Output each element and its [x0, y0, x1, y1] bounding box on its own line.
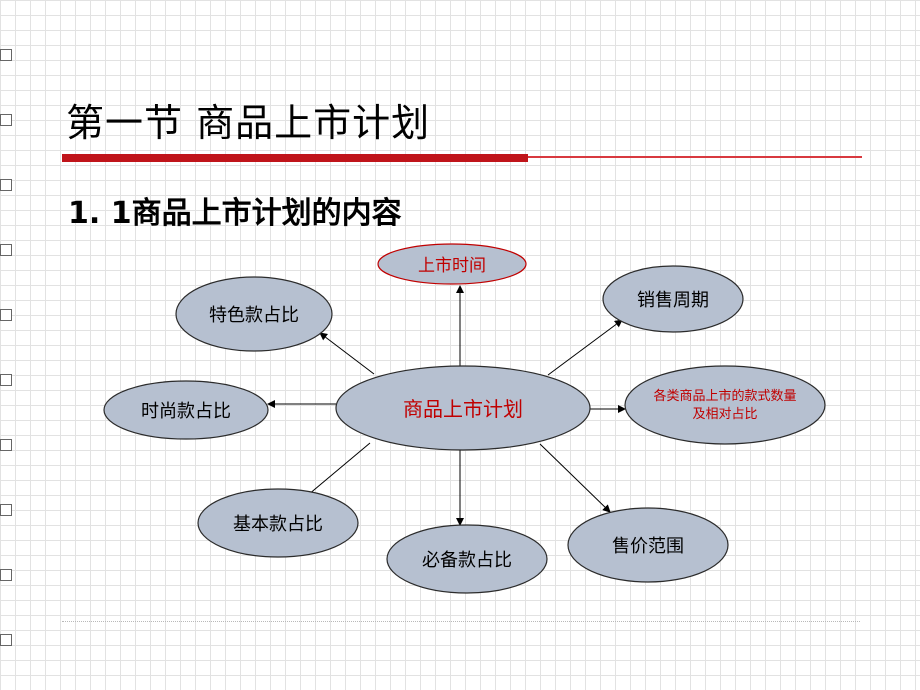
connector-feature-ratio — [319, 332, 375, 375]
center-node-label: 商品上市计划 — [403, 397, 523, 421]
page-title: 第一节 商品上市计划 — [66, 101, 431, 145]
left-marker — [0, 504, 12, 516]
node-essential-ratio: 必备款占比 — [386, 524, 548, 594]
node-style-count-ratio-line1: 各类商品上市的款式数量 — [653, 388, 796, 404]
node-feature-ratio-label: 特色款占比 — [209, 305, 299, 326]
node-fashion-ratio: 时尚款占比 — [103, 380, 269, 440]
left-marker — [0, 634, 12, 646]
title-underline-extension — [528, 156, 862, 158]
node-feature-ratio: 特色款占比 — [175, 276, 333, 352]
node-basic-ratio-label: 基本款占比 — [233, 514, 323, 535]
connector-group — [267, 285, 626, 526]
center-node: 商品上市计划 — [335, 365, 591, 451]
left-marker — [0, 439, 12, 451]
node-price-range-label: 售价范围 — [612, 536, 684, 557]
left-marker — [0, 309, 12, 321]
title-underline — [62, 154, 528, 162]
node-basic-ratio: 基本款占比 — [197, 488, 359, 558]
node-essential-ratio-label: 必备款占比 — [422, 550, 512, 571]
section-heading: 1. 1商品上市计划的内容 — [68, 196, 402, 231]
node-launch-time: 上市时间 — [377, 243, 527, 285]
node-sales-cycle-label: 销售周期 — [637, 290, 709, 311]
node-style-count-ratio: 各类商品上市的款式数量 及相对占比 — [624, 365, 826, 445]
left-marker — [0, 374, 12, 386]
connector-sales-cycle — [547, 319, 623, 376]
left-marker — [0, 569, 12, 581]
left-marker — [0, 49, 12, 61]
node-fashion-ratio-label: 时尚款占比 — [141, 401, 231, 422]
node-price-range: 售价范围 — [567, 507, 729, 583]
left-marker — [0, 179, 12, 191]
left-marker — [0, 244, 12, 256]
connector-basic-ratio — [301, 442, 371, 501]
node-style-count-ratio-line2: 及相对占比 — [692, 407, 757, 422]
node-sales-cycle: 销售周期 — [602, 265, 744, 333]
node-launch-time-label: 上市时间 — [418, 256, 486, 276]
left-marker — [0, 114, 12, 126]
footer-divider — [62, 621, 860, 622]
connector-price-range — [539, 443, 611, 513]
